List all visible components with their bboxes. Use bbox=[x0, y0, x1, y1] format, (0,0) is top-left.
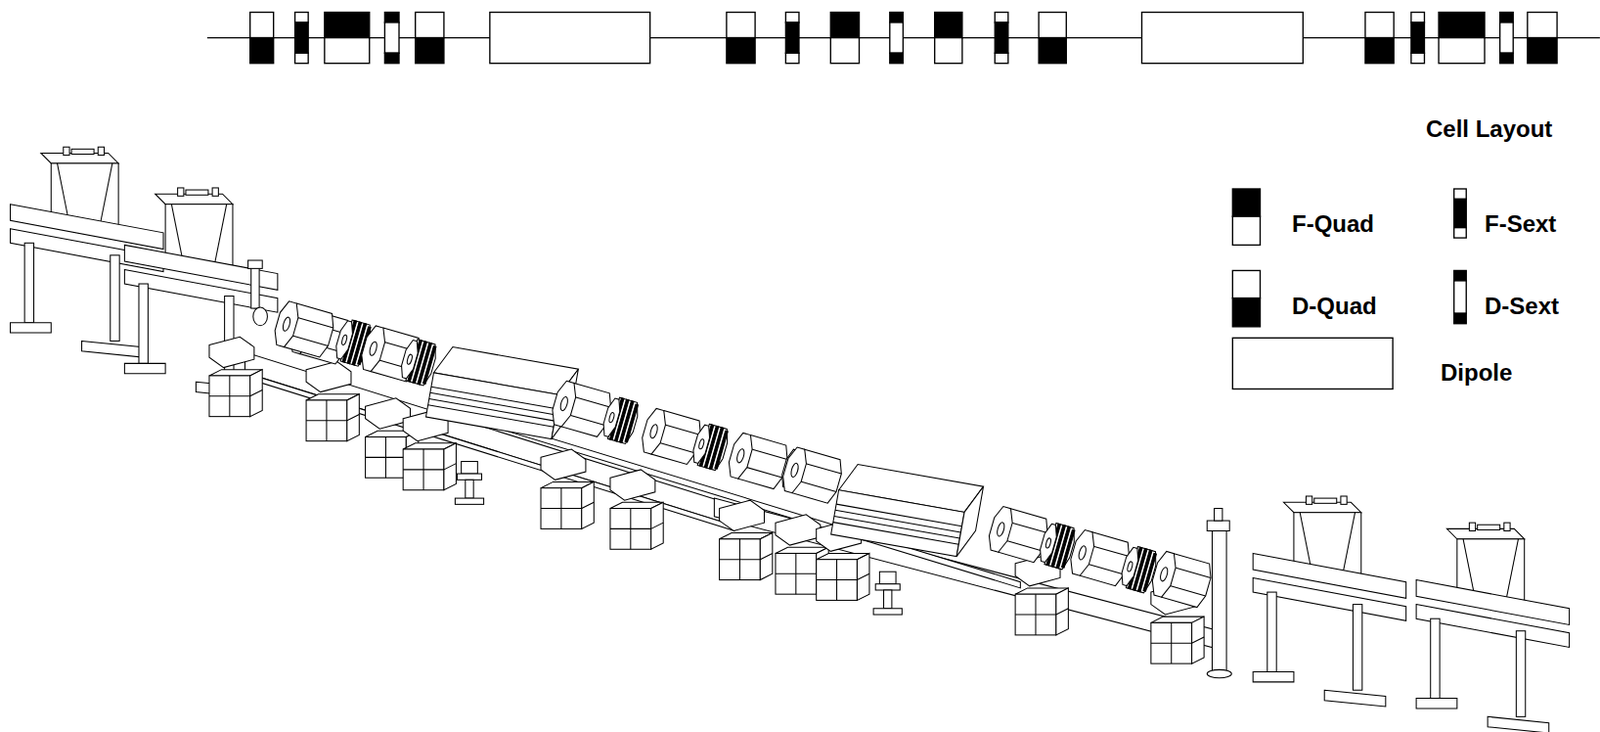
legend-label: F-Quad bbox=[1291, 211, 1375, 237]
legend-label: Dipole bbox=[1440, 359, 1512, 386]
legend-label: D-Sext bbox=[1484, 293, 1559, 319]
legend-label: D-Quad bbox=[1291, 293, 1378, 319]
legend-label: F-Sext bbox=[1484, 211, 1556, 237]
legend-heading: Cell Layout bbox=[1425, 116, 1553, 142]
